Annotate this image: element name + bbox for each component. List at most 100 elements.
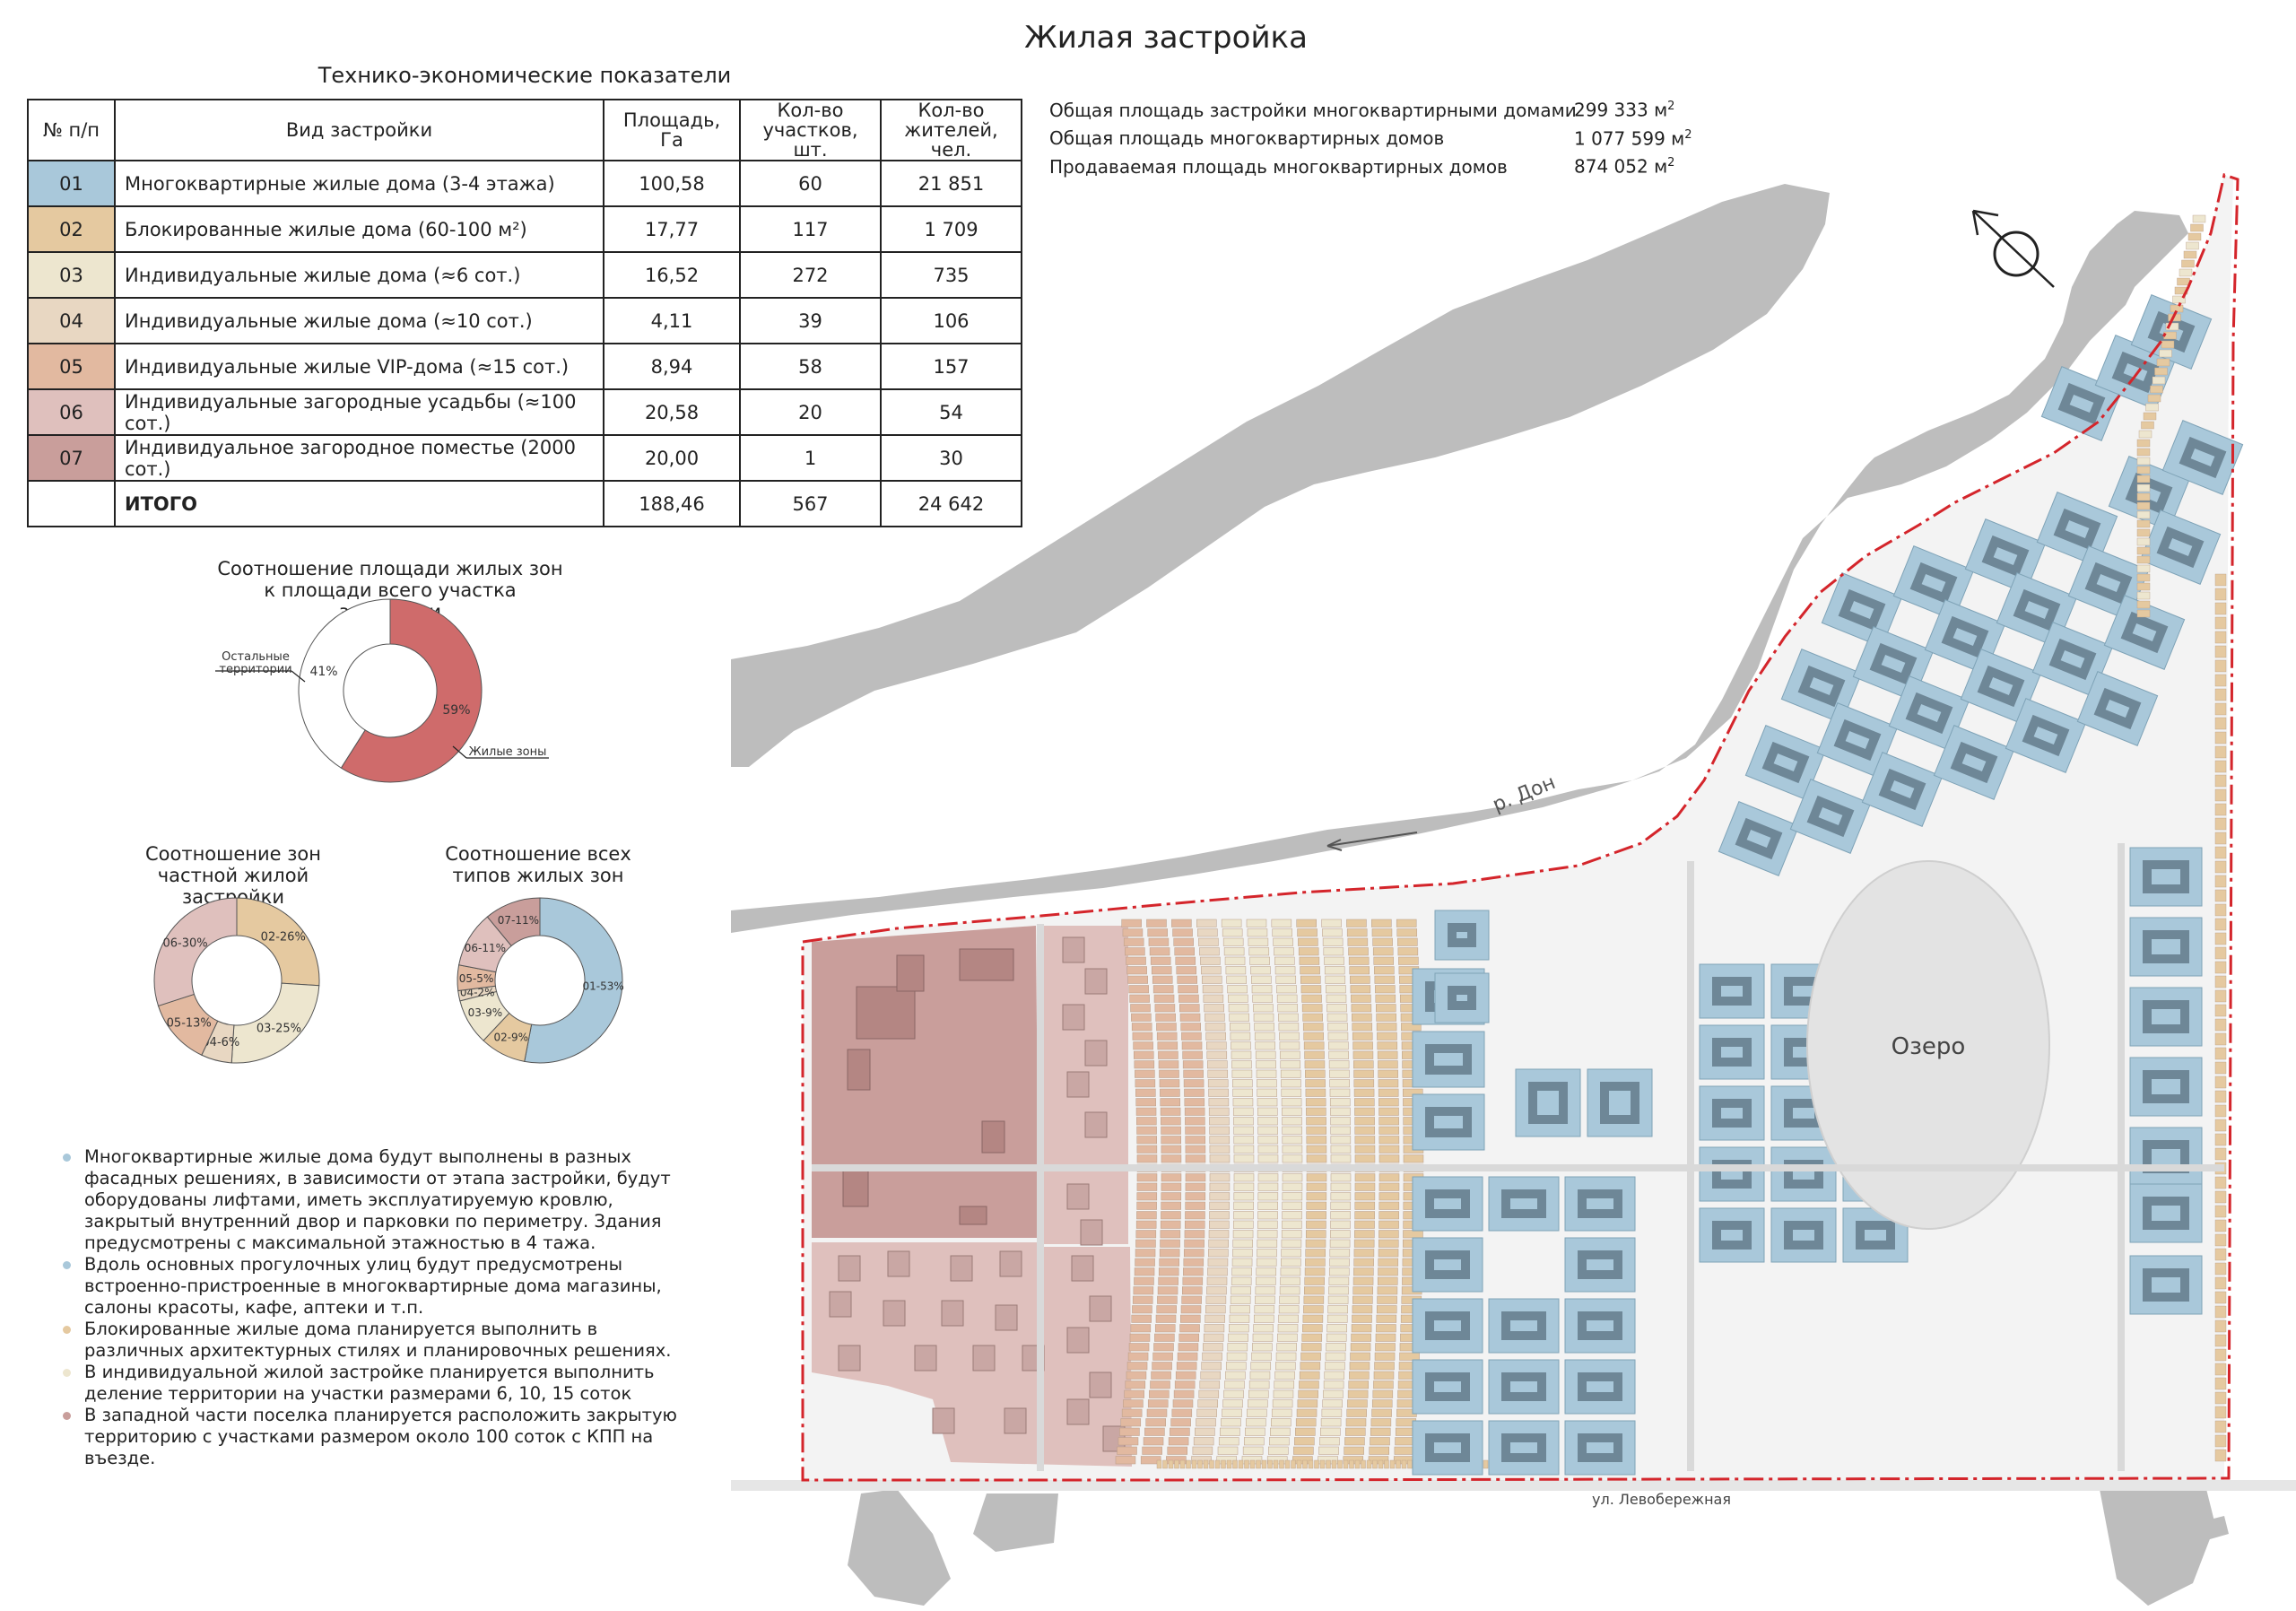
leader-line [452,745,467,759]
stat-row: Общая площадь многоквартирных домов 1 077… [1049,123,1692,152]
legend-label-other: территории [219,663,291,676]
donut-slice [524,897,623,1064]
bullet-dot-icon [63,1154,71,1162]
row-type-cell: Индивидуальные жилые VIP-дома (≈15 сот.) [114,343,604,390]
note-item: Блокированные жилые дома планируется вып… [54,1319,700,1362]
row-plots-cell: 117 [739,205,882,253]
row-residents-cell: 54 [880,388,1022,436]
charts-layer: 59% 41% 02-26%03-25%04-6%05-13%06-30% 01-… [153,598,624,1064]
note-text: Многоквартирные жилые дома будут выполне… [84,1146,671,1253]
row-plots-cell: 39 [739,297,882,344]
bullet-dot-icon [63,1412,71,1420]
water-body [848,1489,951,1606]
row-number-cell: 07 [27,434,116,482]
row-residents-cell: 21 851 [880,160,1022,207]
row-area-cell: 16,52 [603,251,741,299]
indicators-table: № п/п Вид застройки Площадь, Га Кол-во у… [27,99,1022,527]
zone-06-manors [812,1242,1132,1467]
total-residents: 24 642 [880,480,1022,527]
col-header-plots: Кол-во участков, шт. [739,99,882,161]
donut-chart-private: 02-26%03-25%04-6%05-13%06-30% [153,897,320,1064]
slice-label: 05-13% [167,1016,212,1030]
row-residents-cell: 106 [880,297,1022,344]
stat-row: Продаваемая площадь многоквартирных домо… [1049,151,1692,179]
leader-line [291,670,306,683]
slice-label: 02-9% [493,1031,528,1043]
slice-label: 59% [442,703,470,718]
row-residents-cell: 30 [880,434,1022,482]
table-title: Технико-экономические показатели [317,63,732,88]
slice-label: 07-11% [498,914,539,927]
stat-unit-sup: 2 [1667,156,1675,170]
stat-label: Общая площадь многоквартирных домов [1049,127,1445,150]
total-empty-cell [27,480,116,527]
bullet-dot-icon [63,1261,71,1269]
row-residents-cell: 1 709 [880,205,1022,253]
row-number-cell: 06 [27,388,116,436]
slice-label: 01-53% [583,980,624,993]
row-type-cell: Индивидуальные жилые дома (≈6 сот.) [114,251,604,299]
arrow-head-icon [1326,839,1343,851]
row-type-cell: Индивидуальные жилые дома (≈10 сот.) [114,297,604,344]
note-item: В западной части поселка планируется рас… [54,1405,700,1469]
page-title: Жилая застройка [1024,20,1308,56]
table-header-row: № п/п Вид застройки Площадь, Га Кол-во у… [27,99,1022,161]
water-body [2099,1485,2215,1606]
note-item: Многоквартирные жилые дома будут выполне… [54,1146,700,1254]
donut-slice [153,897,238,1007]
chart-title-all: Соотношение всех типов жилых зон [445,843,631,886]
row-residents-cell: 157 [880,343,1022,390]
donut-slice [236,897,320,987]
row-plots-cell: 58 [739,343,882,390]
legend-label-residential: Жилые зоны [469,745,547,759]
total-area: 188,46 [603,480,741,527]
stat-value: 1 077 599 м [1574,127,1685,150]
stat-value: 299 333 м [1574,99,1668,121]
col-header-type: Вид застройки [114,99,604,161]
slice-label: 41% [309,665,337,679]
water-body [973,1493,1058,1552]
island [1278,502,1668,767]
legend-label-other: Остальные [222,650,290,664]
manor-buildings [829,936,1126,1452]
total-label: ИТОГО [114,480,604,527]
row-plots-cell: 20 [739,388,882,436]
note-text: В индивидуальной жилой застройке планиру… [84,1362,655,1404]
site-boundary [801,173,2239,1482]
slice-label: 03-9% [468,1006,503,1019]
row-area-cell: 100,58 [603,160,741,207]
row-plots-cell: 1 [739,434,882,482]
street-levoberezhnaya [731,1480,2296,1491]
lake [1806,860,2050,1230]
row-type-cell: Многоквартирные жилые дома (3-4 этажа) [114,160,604,207]
row-number-cell: 01 [27,160,116,207]
north-arrow-icon [1971,209,2055,288]
stat-unit-sup: 2 [1667,100,1675,113]
water-body [2188,1516,2229,1543]
street-label: ул. Левобережная [1592,1491,1731,1508]
apartment-blocks [1412,214,2244,1476]
col-header-num: № п/п [27,99,116,161]
private-housing-rows [1115,919,1506,1469]
note-text: В западной части поселка планируется рас… [84,1405,677,1468]
row-type-cell: Блокированные жилые дома (60-100 м²) [114,205,604,253]
roads [812,843,2224,1471]
row-plots-cell: 272 [739,251,882,299]
slice-label: 05-5% [459,972,494,985]
row-number-cell: 04 [27,297,116,344]
row-type-cell: Индивидуальное загородное поместье (2000… [114,434,604,482]
stat-label: Продаваемая площадь многоквартирных домо… [1049,155,1508,178]
slice-label: 02-26% [261,931,306,945]
stat-row: Общая площадь застройки многоквартирными… [1049,94,1692,123]
donut-chart-share: 59% 41% [298,598,483,783]
donut-slice [230,982,320,1064]
row-number-cell: 03 [27,251,116,299]
river-flow-arrow [1326,832,1418,847]
